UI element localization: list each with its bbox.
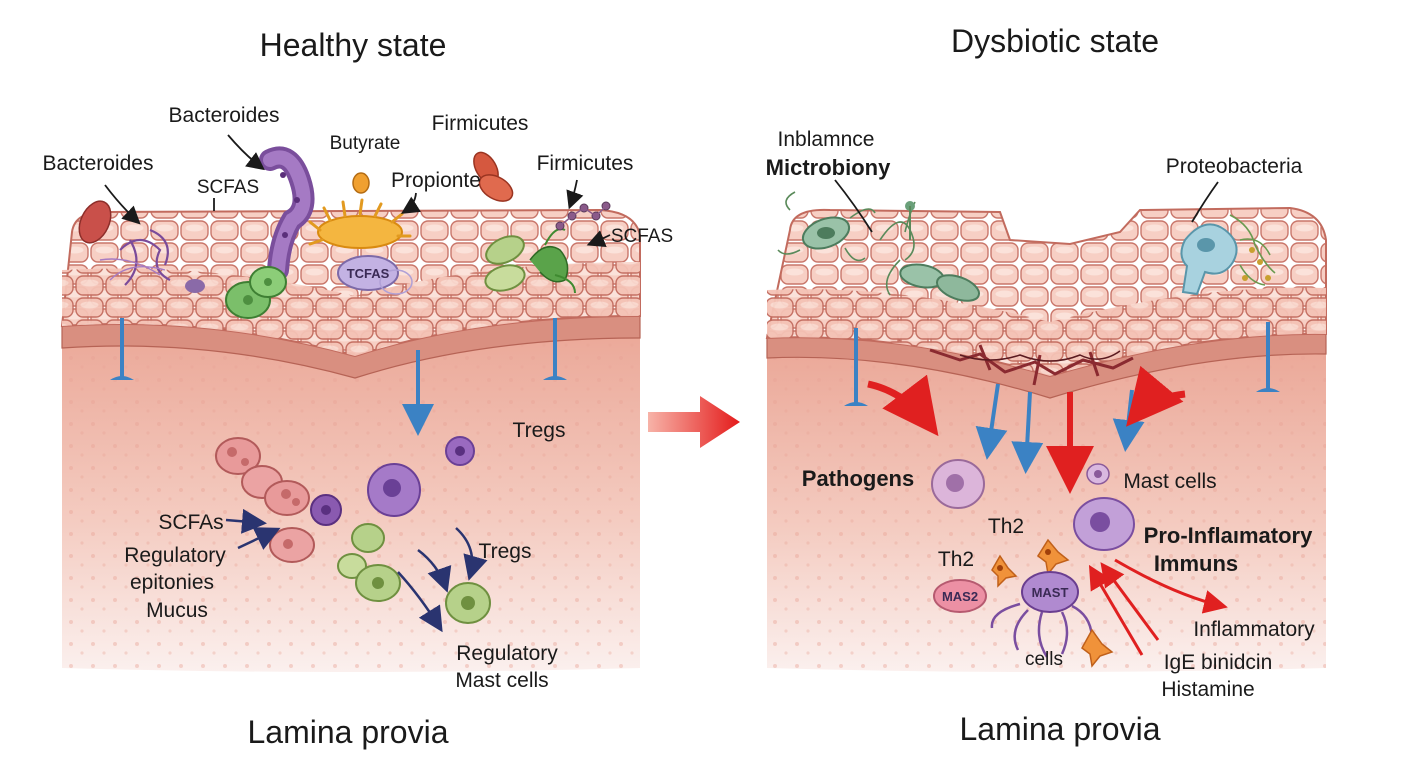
label-histamine: Histamine <box>1161 678 1254 701</box>
dys-blue-arrow-1 <box>975 383 1008 460</box>
bacteroides-top-microbe <box>259 146 315 281</box>
label-firmicutes-top: Firmicutes <box>432 112 529 135</box>
arrow-regulatory-lower <box>237 527 281 550</box>
label-propionte: Propionte <box>391 169 481 192</box>
label-regulatory: Regulatory <box>124 544 226 567</box>
dysbiotic-lamina-title: Lamina provia <box>960 711 1161 747</box>
green-commensal-cells <box>225 266 287 319</box>
firmicutes-right-microbe <box>484 201 611 294</box>
label-tregs-lower: Tregs <box>479 540 532 563</box>
label-bacteroides-left: Bacteroides <box>43 152 154 175</box>
label-inflammatory: Inflammatory <box>1193 618 1315 641</box>
healthy-tissue-panel: TCFAS <box>43 104 674 750</box>
butyrate-molecule <box>352 172 370 194</box>
label-butyrate: Butyrate <box>330 133 401 154</box>
pathogens-cell <box>931 459 985 509</box>
label-proteobacteria: Proteobacteria <box>1166 155 1303 178</box>
dys-blue-arrow-2 <box>1011 391 1044 474</box>
tcfas-cell: TCFAS <box>337 255 413 295</box>
label-mast: MAST <box>1032 585 1069 600</box>
epithelial-damage <box>929 344 1134 386</box>
label-regulatory-mast-2: Mast cells <box>455 669 548 692</box>
label-mas2: MAS2 <box>942 589 978 604</box>
arrow-tregs-lower-3 <box>397 571 443 633</box>
mas2-cell: MAS2 <box>933 579 987 613</box>
pointer-bacteroides-top <box>227 134 265 171</box>
label-bacteroides-top: Bacteroides <box>169 104 280 127</box>
label-scfas-right: SCFAS <box>611 226 673 247</box>
label-pathogens: Pathogens <box>802 466 914 491</box>
label-scfas-top: SCFAS <box>197 177 259 198</box>
dysbiotic-tissue-panel: MAS2 MAST Inblamnce Mictrobiony Proteoba… <box>766 128 1327 747</box>
label-pro-inflammatory-1: Pro-Inflaımatory <box>1144 523 1313 548</box>
label-mucus: Mucus <box>146 599 208 622</box>
inblamnce-microbes <box>777 191 981 302</box>
label-th2-a: Th2 <box>988 515 1024 538</box>
pointer-proteobacteria <box>1191 181 1219 223</box>
label-microbiony: Mictrobiony <box>766 155 891 180</box>
dysbiotic-state-title: Dysbiotic state <box>951 23 1159 59</box>
label-mast-cells: Mast cells <box>1123 470 1216 493</box>
transition-arrow <box>648 396 740 448</box>
pointer-propionte <box>400 192 421 214</box>
healthy-lamina-title: Lamina provia <box>248 714 449 750</box>
label-tregs-upper: Tregs <box>513 419 566 442</box>
pointer-firmicutes-right <box>566 179 584 210</box>
arrow-scfas-lower <box>225 508 267 534</box>
pro-inflammatory-cell <box>1073 497 1135 551</box>
healthy-immune-cells <box>215 436 491 624</box>
label-inblamnce: Inblamnce <box>778 128 875 151</box>
dys-red-arrow-histamine <box>1088 564 1144 656</box>
label-scfas-lower: SCFAs <box>158 511 223 534</box>
proteobacteria-microbe <box>1180 214 1276 296</box>
label-firmicutes-right: Firmicutes <box>537 152 634 175</box>
dys-red-arrow-ige <box>1100 562 1160 641</box>
label-th2-b: Th2 <box>938 548 974 571</box>
pointer-bacteroides-left <box>104 184 141 225</box>
label-pro-inflammatory-2: Immuns <box>1154 551 1238 576</box>
bacteroides-left-microbe <box>78 200 205 293</box>
label-regulatory-mast-1: Regulatory <box>456 642 558 665</box>
mast-cells-small <box>1086 463 1110 485</box>
firmicutes-top-microbe <box>473 151 514 202</box>
pointer-scfas-right <box>586 230 611 248</box>
label-epitonies: epitonies <box>130 571 214 594</box>
th2-cell-a <box>1036 538 1070 576</box>
dys-red-arrow-right <box>1126 365 1186 427</box>
arrow-tregs-lower-2 <box>417 549 452 593</box>
propionte-microbe <box>308 198 412 249</box>
pointer-microbiony <box>834 179 873 233</box>
th2-cell-c <box>1081 628 1114 668</box>
dys-red-arrow-inflammatory <box>1114 558 1228 614</box>
dys-red-arrow-left <box>867 374 939 437</box>
label-ige: IgE binidcin <box>1164 651 1273 674</box>
label-cells: cells <box>1025 649 1063 670</box>
healthy-state-title: Healthy state <box>260 27 447 63</box>
arrow-tregs-lower-1 <box>455 527 488 581</box>
th2-cell-b <box>991 554 1018 588</box>
mast-cell-large: MAST <box>990 571 1094 658</box>
tcfas-label: TCFAS <box>347 266 390 281</box>
